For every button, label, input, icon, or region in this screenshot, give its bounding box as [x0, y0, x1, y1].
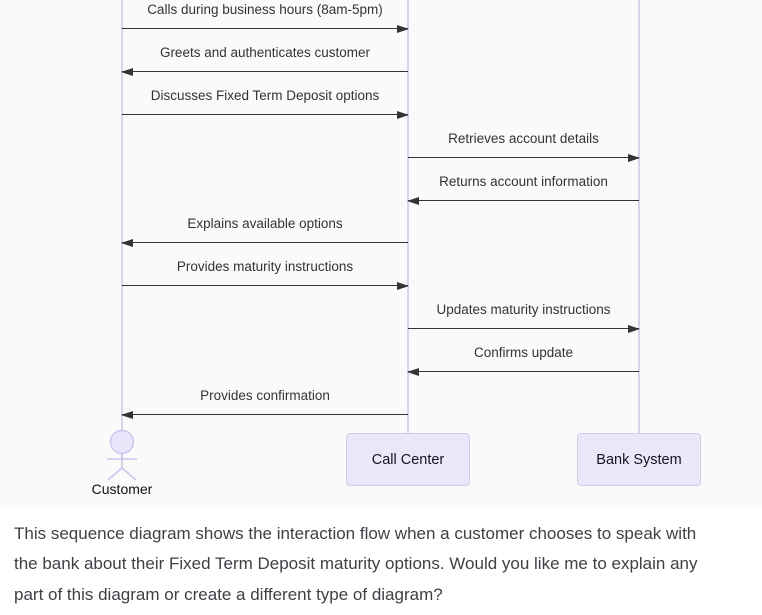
caption-line: This sequence diagram shows the interact…: [14, 524, 697, 543]
arrow-left-icon: [121, 239, 408, 247]
participant-label-customer: Customer: [91, 481, 153, 497]
assistant-message-text: This sequence diagram shows the interact…: [14, 519, 754, 610]
arrow-left-icon: [121, 411, 408, 419]
lifeline-call-center: [407, 0, 409, 434]
message-retrieves-account-details: Retrieves account details: [408, 130, 640, 162]
message-returns-account-information: Returns account information: [407, 173, 639, 205]
message-label: Returns account information: [439, 174, 608, 189]
lifeline-customer: [121, 0, 123, 430]
arrow-right-icon: [122, 111, 409, 119]
message-provides-confirmation: Provides confirmation: [121, 387, 408, 419]
message-label: Discusses Fixed Term Deposit options: [150, 88, 380, 103]
message-label: Retrieves account details: [448, 131, 599, 146]
participant-box-call-center: Call Center: [346, 433, 470, 486]
arrow-right-icon: [408, 325, 640, 333]
caption-line: part of this diagram or create a differe…: [14, 584, 443, 604]
arrow-right-icon: [408, 154, 640, 162]
message-label: Confirms update: [473, 345, 574, 360]
message-updates-maturity-instructions: Updates maturity instructions: [408, 301, 640, 333]
arrow-right-icon: [122, 282, 409, 290]
message-greets-authenticates: Greets and authenticates customer: [121, 44, 408, 76]
message-label: Provides confirmation: [200, 388, 330, 403]
participant-box-bank-system: Bank System: [577, 433, 701, 486]
message-calls-during-business-hours: Calls during business hours (8am-5pm): [122, 1, 409, 33]
sequence-diagram: Calls during business hours (8am-5pm) Gr…: [91, 0, 701, 497]
caption-line: the bank about their Fixed Term Deposit …: [14, 554, 698, 574]
arrow-right-icon: [122, 25, 409, 33]
arrow-left-icon: [121, 68, 408, 76]
participant-label-bank-system: Bank System: [596, 451, 682, 468]
arrow-left-icon: [407, 197, 639, 205]
arrow-left-icon: [407, 368, 639, 376]
actor-customer-icon: [107, 429, 137, 481]
message-confirms-update: Confirms update: [407, 344, 639, 376]
message-label: Provides maturity instructions: [176, 259, 354, 274]
message-label: Greets and authenticates customer: [159, 45, 371, 60]
lifeline-bank-system: [638, 0, 640, 434]
message-label: Calls during business hours (8am-5pm): [147, 2, 383, 17]
message-explains-available-options: Explains available options: [121, 215, 408, 247]
message-provides-maturity-instructions: Provides maturity instructions: [122, 258, 409, 290]
participant-label-call-center: Call Center: [371, 451, 445, 468]
message-label: Updates maturity instructions: [436, 302, 611, 317]
message-discusses-options: Discusses Fixed Term Deposit options: [122, 87, 409, 119]
message-label: Explains available options: [187, 216, 343, 231]
